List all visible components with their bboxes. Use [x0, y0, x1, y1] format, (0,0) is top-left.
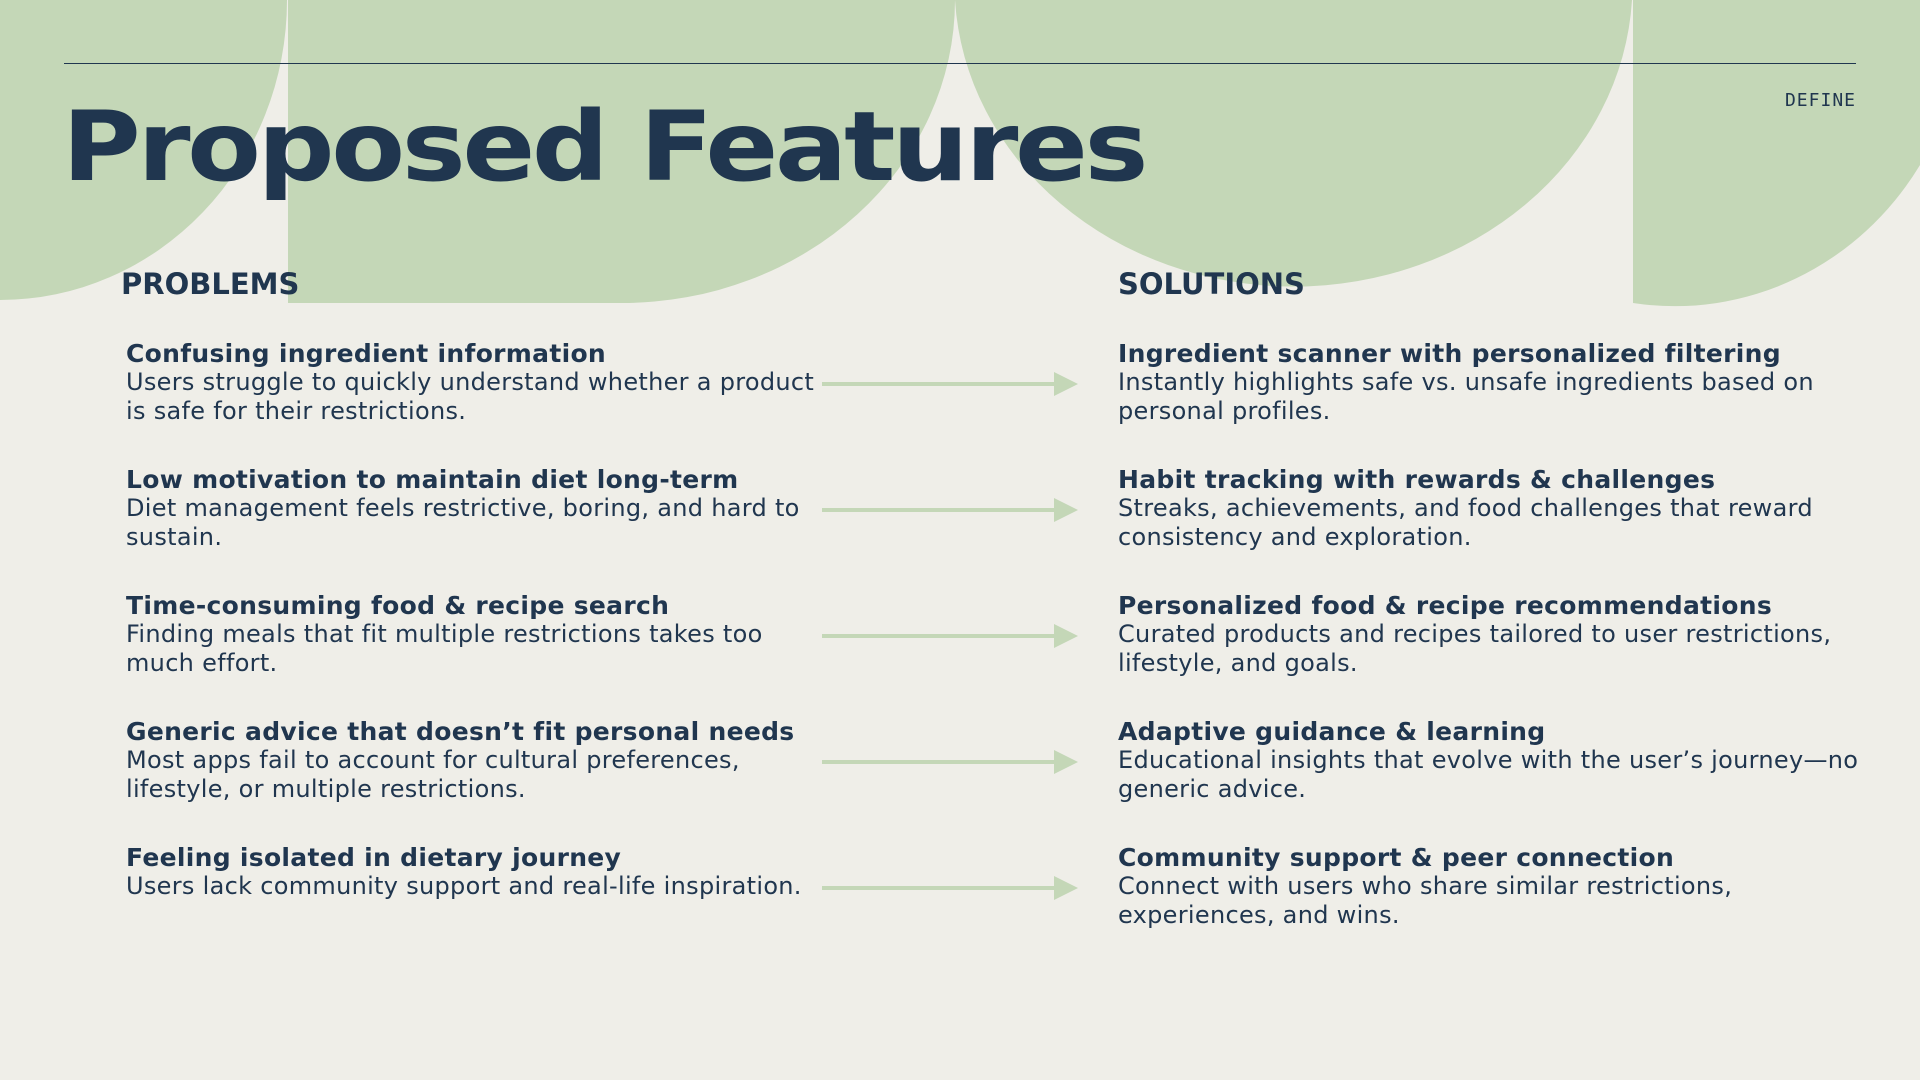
page-title: Proposed Features — [62, 91, 1149, 203]
solution-title: Habit tracking with rewards & challenges — [1118, 465, 1716, 494]
solution-item: Habit tracking with rewards & challenges… — [1118, 465, 1878, 552]
arrow-right-icon — [822, 876, 1078, 900]
solution-title: Community support & peer connection — [1118, 843, 1675, 872]
arrow-right-icon — [822, 498, 1078, 522]
solution-item: Community support & peer connection Conn… — [1118, 843, 1878, 930]
problem-title: Confusing ingredient information — [126, 339, 607, 368]
solutions-heading: SOLUTIONS — [1118, 267, 1305, 301]
arrow-right-icon — [822, 624, 1078, 648]
solution-title: Ingredient scanner with personalized fil… — [1118, 339, 1781, 368]
problem-description: Finding meals that fit multiple restrict… — [126, 620, 763, 677]
problem-title: Time-consuming food & recipe search — [126, 591, 670, 620]
solution-description: Instantly highlights safe vs. unsafe ing… — [1118, 368, 1814, 425]
problem-item: Low motivation to maintain diet long-ter… — [126, 465, 826, 552]
problem-item: Feeling isolated in dietary journey User… — [126, 843, 826, 901]
problem-description: Most apps fail to account for cultural p… — [126, 746, 740, 803]
problem-item: Time-consuming food & recipe search Find… — [126, 591, 826, 678]
bg-semicircle-right — [955, 0, 1632, 287]
arrow-right-icon — [822, 372, 1078, 396]
top-divider — [64, 63, 1856, 64]
problem-title: Generic advice that doesn’t fit personal… — [126, 717, 795, 746]
solution-item: Adaptive guidance & learning Educational… — [1118, 717, 1878, 804]
solution-item: Personalized food & recipe recommendatio… — [1118, 591, 1878, 678]
solution-description: Connect with users who share similar res… — [1118, 872, 1733, 929]
solution-item: Ingredient scanner with personalized fil… — [1118, 339, 1878, 426]
arrow-right-icon — [822, 750, 1078, 774]
solution-description: Educational insights that evolve with th… — [1118, 746, 1859, 803]
section-tag: DEFINE — [1784, 90, 1856, 111]
bg-quarter-circle-right-fill — [1633, 0, 1920, 307]
bg-semicircle-left — [288, 0, 955, 303]
problem-item: Generic advice that doesn’t fit personal… — [126, 717, 826, 804]
problem-title: Feeling isolated in dietary journey — [126, 843, 622, 872]
solution-title: Personalized food & recipe recommendatio… — [1118, 591, 1773, 620]
bg-quarter-circle-left — [0, 0, 287, 300]
solution-title: Adaptive guidance & learning — [1118, 717, 1546, 746]
solution-description: Streaks, achievements, and food challeng… — [1118, 494, 1813, 551]
problem-description: Diet management feels restrictive, borin… — [126, 494, 800, 551]
problem-description: Users struggle to quickly understand whe… — [126, 368, 815, 425]
solution-description: Curated products and recipes tailored to… — [1118, 620, 1832, 677]
problem-title: Low motivation to maintain diet long-ter… — [126, 465, 739, 494]
problems-heading: PROBLEMS — [121, 267, 300, 301]
problem-description: Users lack community support and real-li… — [126, 872, 802, 900]
problem-item: Confusing ingredient information Users s… — [126, 339, 826, 426]
